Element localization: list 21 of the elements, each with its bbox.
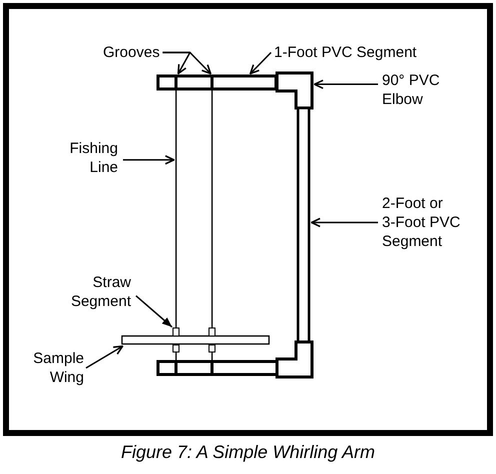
callout-label: Grooves <box>103 43 160 62</box>
pvc-elbow <box>276 340 314 378</box>
pvc-elbow <box>276 72 314 110</box>
leader-arrow <box>136 295 172 328</box>
leader-arrow <box>249 52 272 75</box>
sample-wing <box>121 335 270 345</box>
figure-caption: Figure 7: A Simple Whirling Arm <box>120 441 376 463</box>
pvc-pipe-segment <box>156 74 278 90</box>
callout-label: Fishing Line <box>60 139 118 177</box>
callout-label: Straw Segment <box>66 273 131 311</box>
leader-arrow <box>86 345 124 369</box>
callout-label: Sample Wing <box>28 349 84 387</box>
callout-label: 1-Foot PVC Segment <box>274 43 417 62</box>
straw-segment <box>172 328 180 336</box>
callout-label: 90° PVC Elbow <box>382 71 444 109</box>
leader-arrow <box>123 155 175 165</box>
callout-label: 2-Foot or 3-Foot PVC Segment <box>382 194 466 251</box>
leader-arrow <box>310 218 378 228</box>
leader-arrow <box>162 52 212 75</box>
leader-arrow <box>314 80 378 90</box>
pvc-pipe-segment <box>156 360 278 376</box>
